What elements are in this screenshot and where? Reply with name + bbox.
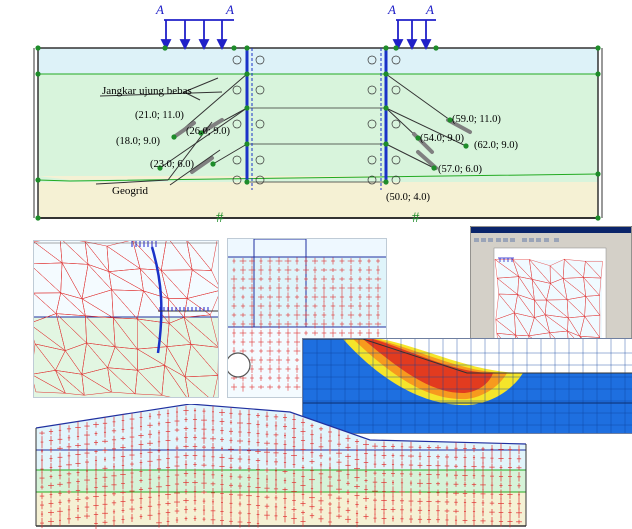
main-model-panel: A A A A # # Jangkar ujung bebas Geogrid … xyxy=(0,0,632,232)
emb-embankment-body xyxy=(36,404,526,450)
coord-54-9: (54.0; 9.0) xyxy=(420,133,465,144)
tun-soil-middle xyxy=(228,257,386,327)
soil-layer-top xyxy=(38,48,598,74)
embankment-stress-panel xyxy=(30,404,632,529)
coord-50-4: (50.0; 4.0) xyxy=(386,192,431,203)
anchor-label: Jangkar ujung bebas xyxy=(102,85,192,97)
exc-surface-load xyxy=(131,241,209,311)
emb-surface xyxy=(35,404,527,445)
load-label-a2: A xyxy=(225,2,234,17)
exc-triangular-mesh xyxy=(34,241,218,397)
coord-18-9: (18.0; 9.0) xyxy=(116,136,161,147)
coord-21-11: (21.0; 11.0) xyxy=(135,110,184,121)
coord-26-9: (26.0; 9.0) xyxy=(186,126,231,137)
window-menubar xyxy=(471,233,631,237)
coord-62-9: (62.0; 9.0) xyxy=(474,140,519,151)
coord-57-6: (57.0; 6.0) xyxy=(438,164,483,175)
soil-layer-middle xyxy=(38,74,598,182)
load-label-a1: A xyxy=(155,2,164,17)
window-titlebar xyxy=(471,227,631,233)
tun-soil-top xyxy=(228,239,386,257)
load-left xyxy=(160,19,234,51)
coord-23-6: (23.0; 6.0) xyxy=(150,159,195,170)
emb-layer-2 xyxy=(36,470,526,492)
left-grout-bodies xyxy=(172,118,224,174)
fixity-mark-left: # xyxy=(216,210,224,226)
emb-layer-1 xyxy=(36,450,526,470)
window-load-mark xyxy=(498,257,514,262)
slope-mesh-lines xyxy=(303,339,632,433)
excavation-mesh-panel xyxy=(33,240,219,398)
geometry-nodes xyxy=(35,45,601,221)
main-model-drawing: A A A A # # Jangkar ujung bebas Geogrid … xyxy=(33,2,603,226)
slope-failure-panel xyxy=(302,338,632,434)
wall-node-markers xyxy=(232,55,401,185)
emb-layer-3 xyxy=(36,492,526,526)
tun-box-structure xyxy=(253,239,307,328)
coord-59-11: (59.0; 11.0) xyxy=(452,114,501,125)
load-label-a3: A xyxy=(387,2,396,17)
slope-band-red xyxy=(363,339,493,393)
emb-principal-stress-crosses xyxy=(39,405,522,529)
geogrid-label: Geogrid xyxy=(112,185,149,197)
exc-soil-upper xyxy=(34,241,218,317)
layer-boundary-2 xyxy=(37,173,599,182)
right-anchors xyxy=(385,73,467,169)
slope-surface xyxy=(303,339,632,374)
window-toolbar xyxy=(474,238,559,242)
exc-deformed-wall xyxy=(150,246,163,354)
tun-tunnel-lining xyxy=(228,352,251,378)
embankment-stress-plot xyxy=(35,404,527,529)
load-right xyxy=(392,19,436,51)
excavation-mesh xyxy=(34,241,218,397)
fixity-mark-right: # xyxy=(412,210,420,226)
load-label-a4: A xyxy=(425,2,434,17)
geogrid-leaders xyxy=(95,77,223,186)
slope-shading-plot xyxy=(303,339,632,433)
soil-layer-bottom xyxy=(38,176,598,218)
